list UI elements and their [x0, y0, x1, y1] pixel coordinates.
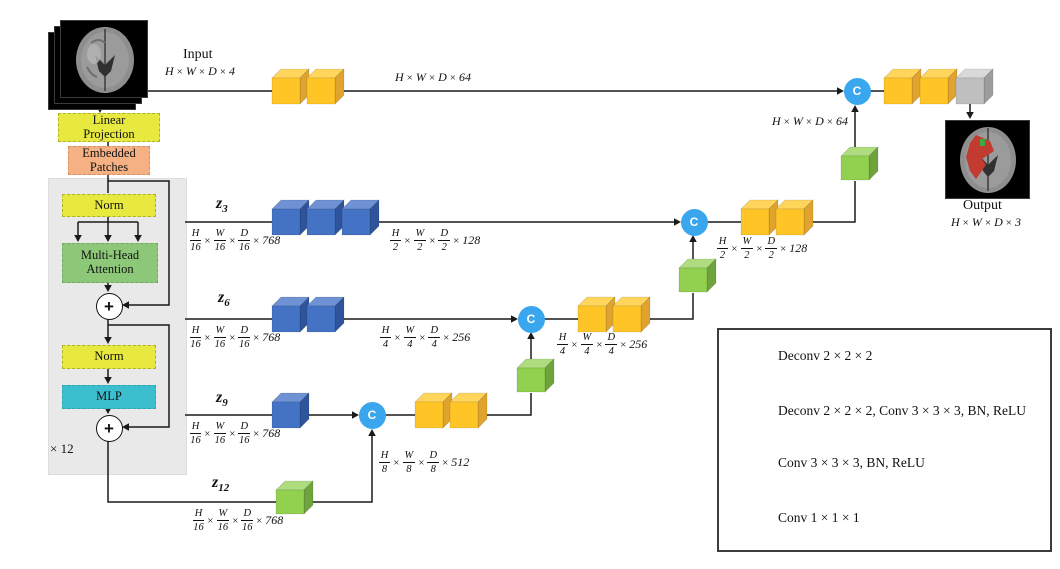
arrowhead-right [511, 315, 518, 323]
yellow-cube [577, 296, 616, 333]
yellow-cube [775, 199, 814, 236]
gray-cube [955, 68, 994, 105]
yellow-cube [883, 68, 922, 105]
linear-projection-box: Linear Projection [58, 113, 160, 142]
arrowhead-up [689, 235, 697, 242]
residual-add-2: + [95, 414, 123, 442]
arrowhead-right [352, 411, 359, 419]
repeat-x12-label: × 12 [50, 441, 74, 456]
z6-label: z6 [218, 289, 230, 310]
mlp-box: MLP [62, 385, 156, 409]
arrowhead-up [368, 429, 376, 436]
blue-cube [341, 199, 380, 236]
legend-label-conv1: Conv 1 × 1 × 1 [778, 510, 860, 525]
legend-label-conv3: Conv 3 × 3 × 3, BN, ReLU [778, 455, 925, 470]
legend-label-deconv-conv: Deconv 2 × 2 × 2, Conv 3 × 3 × 3, BN, Re… [778, 403, 1026, 418]
concat-node-z3: C [680, 208, 708, 236]
yellow-cube [271, 68, 310, 105]
output-brain-image [945, 120, 1030, 199]
yellow-cube [306, 68, 345, 105]
green-cube [840, 146, 879, 181]
arrowhead-up [851, 105, 859, 112]
green-cube [516, 358, 555, 393]
yellow-cube [449, 392, 488, 429]
norm-top-box: Norm [62, 194, 156, 217]
connector-line [478, 393, 532, 416]
norm-bottom-box: Norm [62, 345, 156, 369]
z12-label: z12 [212, 474, 230, 495]
arrowhead-up [527, 332, 535, 339]
concat-node-top: C [843, 77, 871, 105]
output-title: Output [963, 198, 1002, 213]
multi-head-attention-box: Multi-Head Attention [62, 243, 158, 283]
top-after-conv-dims: H×W×D×64 [395, 70, 471, 84]
legend-label-deconv: Deconv 2 × 2 × 2 [778, 348, 873, 363]
connector-line [641, 293, 694, 320]
arrowhead-right [837, 87, 844, 95]
top-skip-dims: H×W×D×64 [772, 114, 848, 128]
yellow-cube [612, 296, 651, 333]
input-dims: H×W×D×4 [165, 64, 235, 78]
input-brain-art [76, 27, 134, 93]
arrowhead-right [674, 218, 681, 226]
concat-node-z6: C [517, 305, 545, 333]
z9-label: z9 [216, 389, 228, 410]
input-title: Input [183, 47, 213, 62]
yellow-cube [740, 199, 779, 236]
connector-line [804, 181, 856, 223]
legend-box [717, 328, 1052, 552]
blue-cube [306, 296, 345, 333]
input-brain-image [60, 20, 148, 98]
yellow-cube [919, 68, 958, 105]
output-dims: H×W×D×3 [951, 215, 1021, 229]
yellow-cube [414, 392, 453, 429]
embedded-patches-box: Embedded Patches [68, 146, 150, 175]
z3-label: z3 [216, 195, 228, 216]
arrowhead-down [966, 112, 974, 119]
residual-add-1: + [95, 292, 123, 320]
green-cube [678, 258, 717, 293]
output-brain-art [960, 127, 1016, 193]
blue-cube [306, 199, 345, 236]
concat-node-z9: C [358, 401, 386, 429]
